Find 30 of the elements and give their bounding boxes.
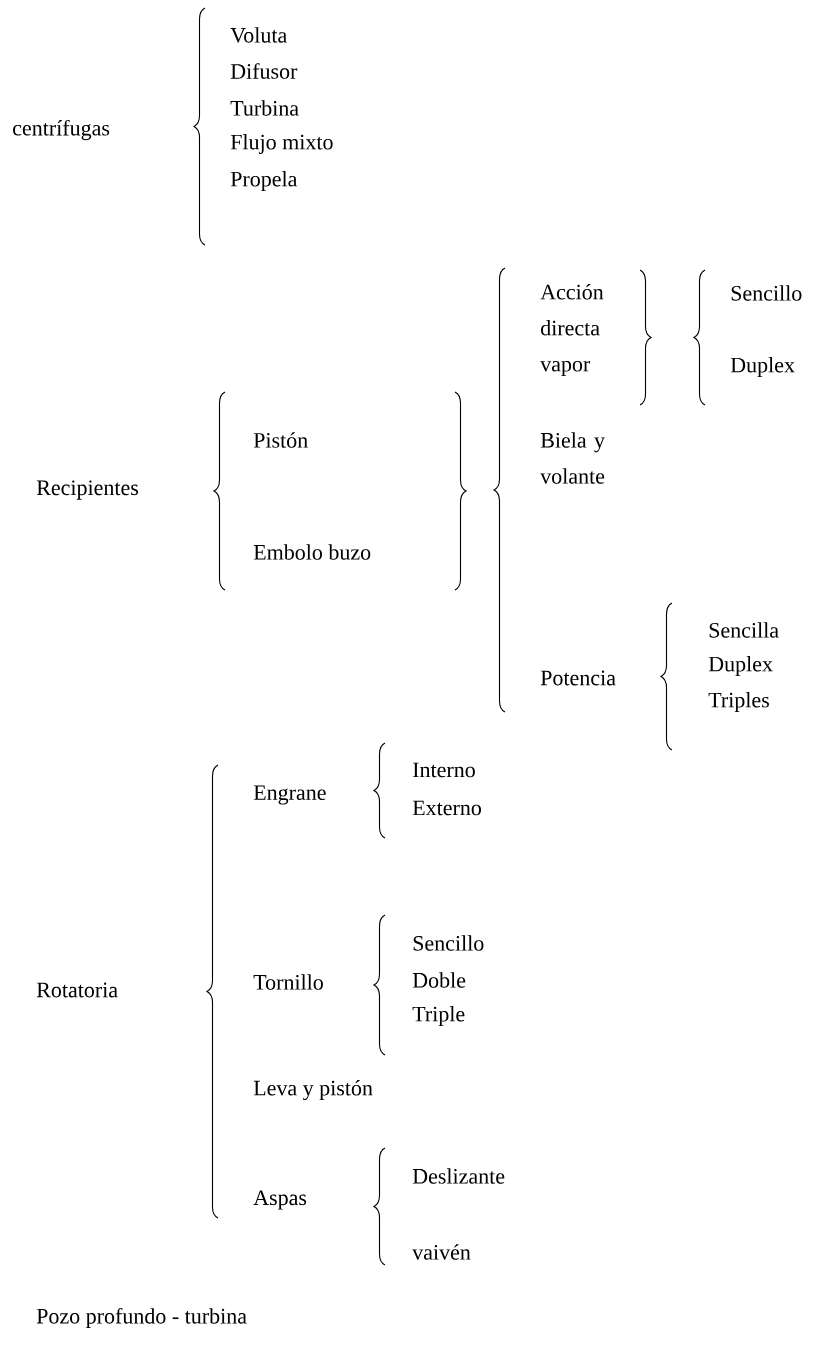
item-label: Sencilla (709, 622, 779, 638)
item-label: centrífugas (13, 119, 110, 141)
item-label: Recipientes (36, 480, 139, 500)
item-label: vaivén (412, 1244, 471, 1260)
item-label: Triples (708, 692, 769, 712)
item-label: Embolo buzo (253, 544, 371, 560)
item-label: Doble (412, 972, 466, 988)
item-label: Tornillo (253, 974, 323, 990)
item-label: Externo (412, 800, 481, 816)
item-label: Triple (412, 1006, 465, 1026)
item-label: Duplex (708, 656, 773, 676)
item-label: Leva y pistón (253, 1080, 373, 1101)
item-label: Pozo profundo - turbina (36, 1307, 247, 1329)
item-label: Biela y volante (540, 432, 605, 484)
item-label: Deslizante (412, 1168, 505, 1184)
item-label: Turbina (230, 100, 299, 116)
item-label: Interno (413, 762, 475, 778)
item-label: Rotatoria (36, 982, 118, 998)
item-label: Aspas (253, 1190, 307, 1210)
item-label: Sencillo (413, 935, 484, 951)
item-label: Pistón (253, 432, 308, 448)
item-label: Flujo mixto (230, 134, 333, 154)
item-label: Propela (230, 171, 298, 191)
item-label: Potencia (540, 670, 616, 686)
item-label: Difusor (230, 63, 298, 79)
item-label: Engrane (253, 785, 326, 805)
item-label: Voluta (230, 27, 287, 43)
item-label: Sencillo (731, 285, 802, 301)
item-label: Acción directa vapor (540, 284, 604, 376)
item-label: Duplex (730, 357, 795, 377)
